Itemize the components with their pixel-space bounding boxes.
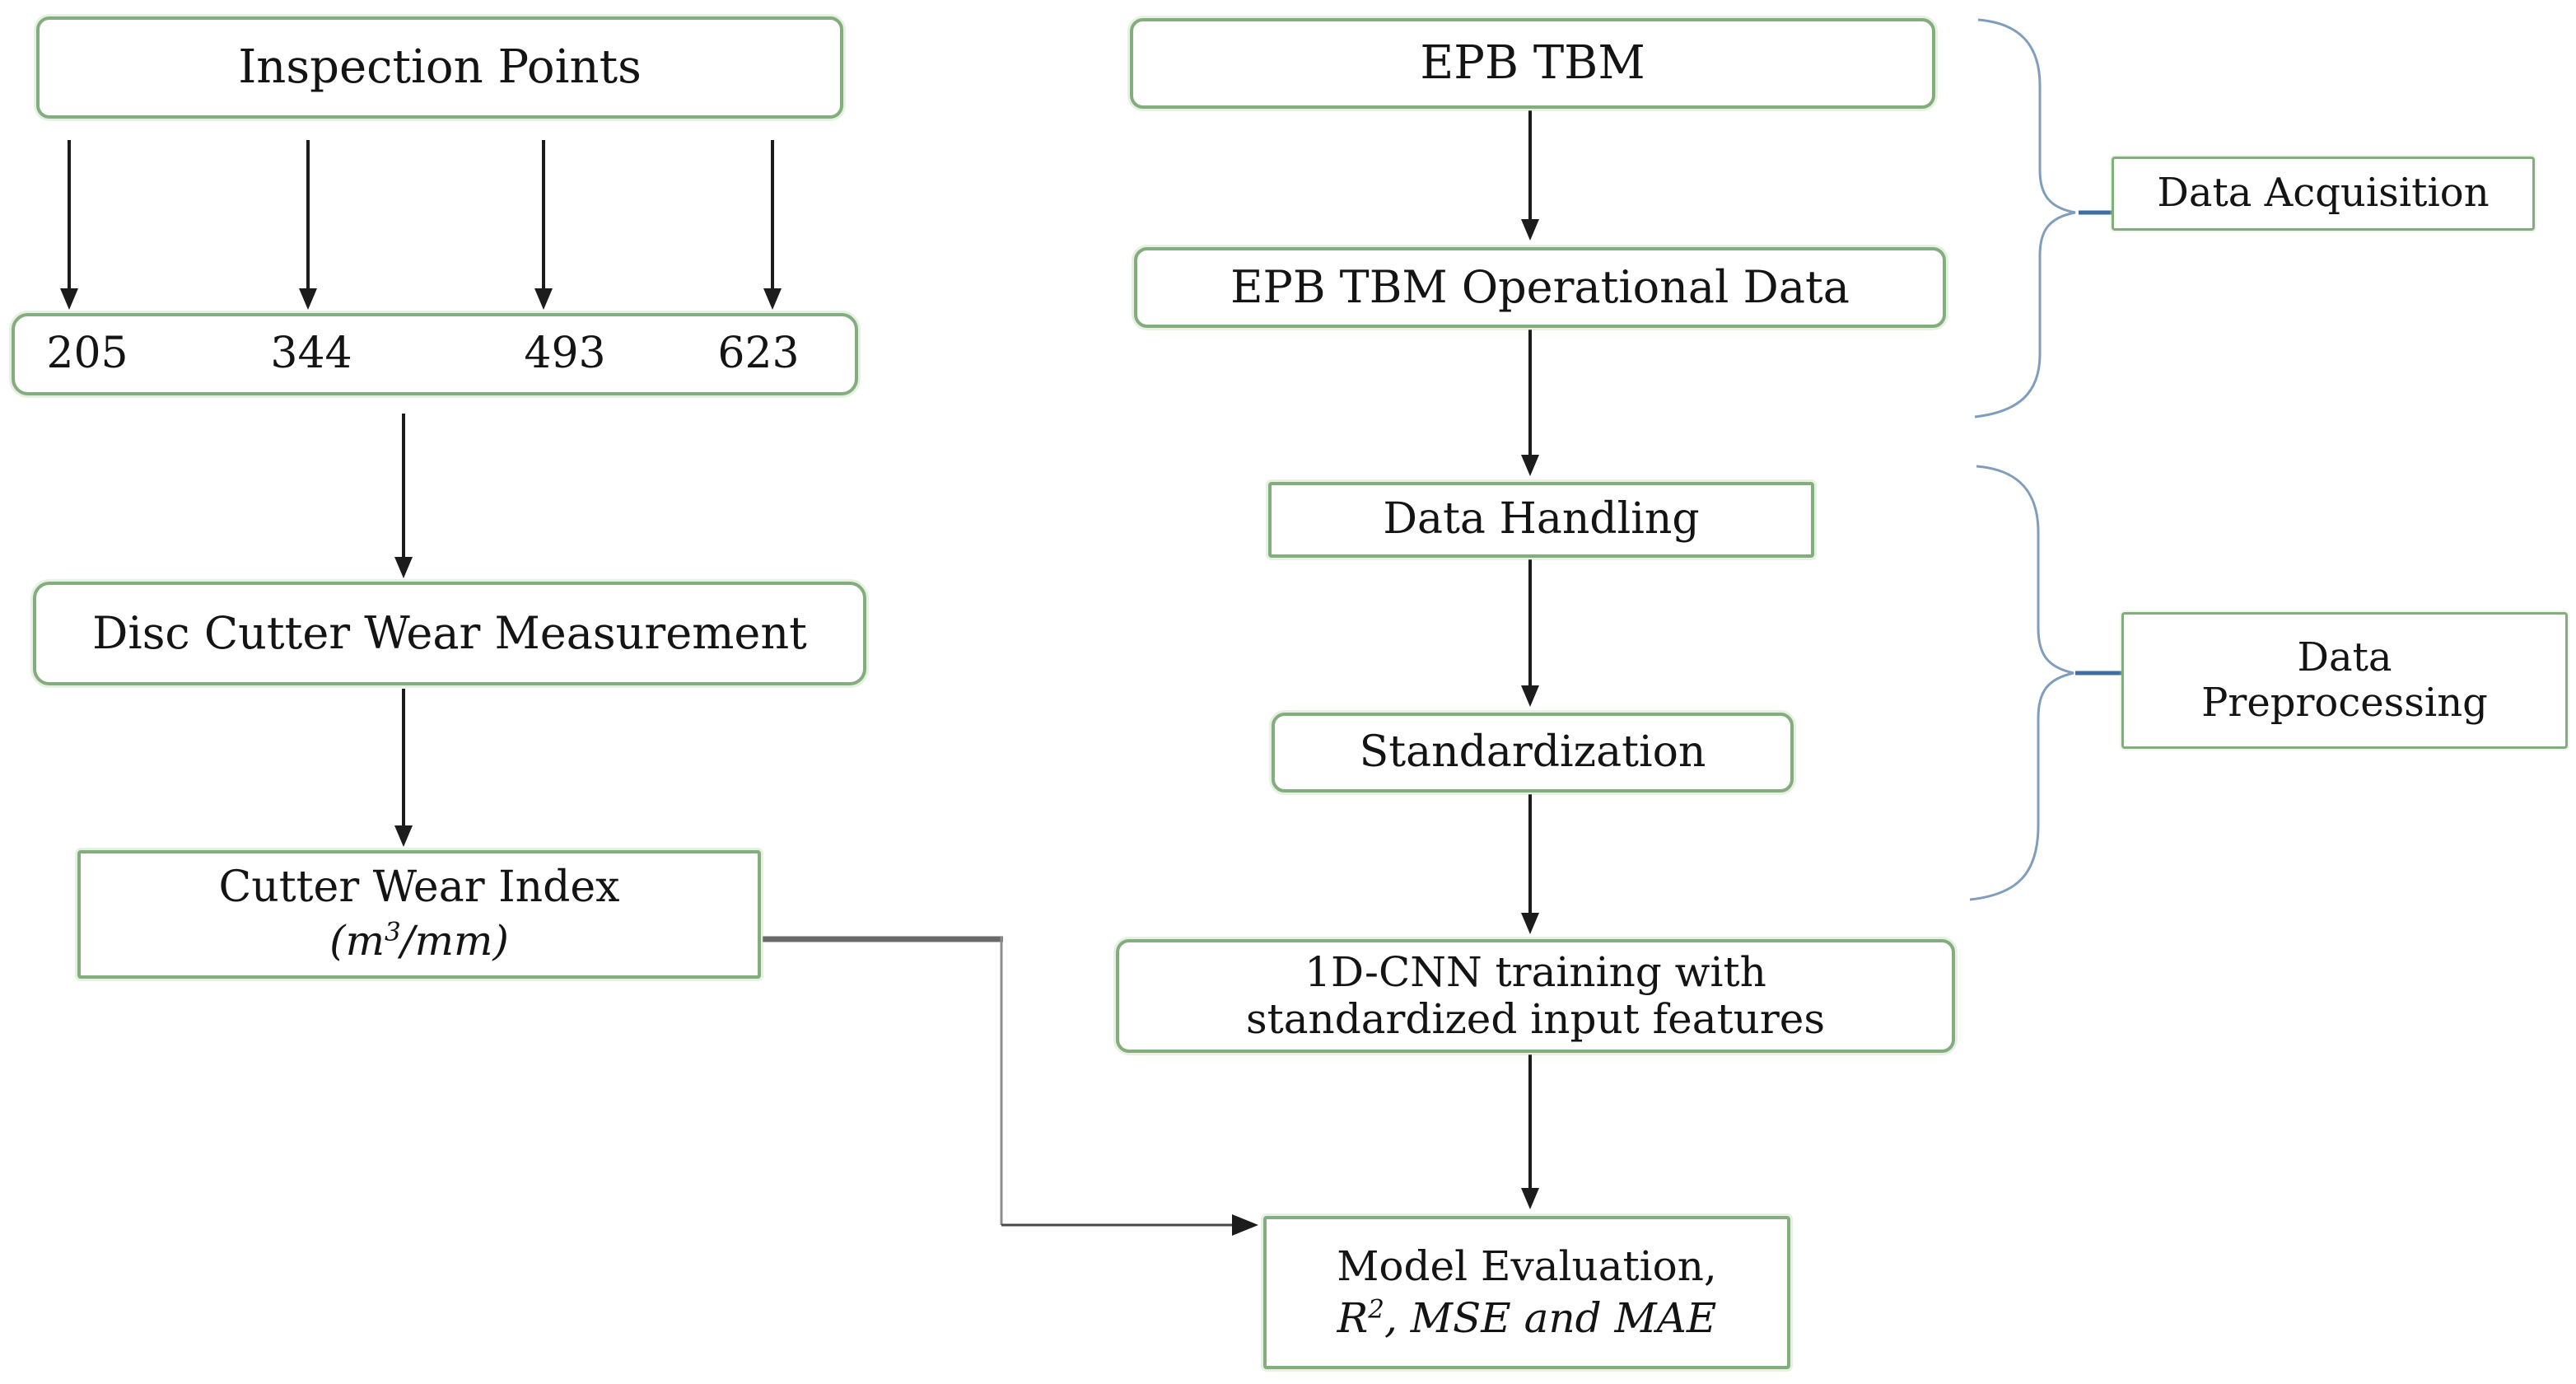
- inspection-counts-box: 205 344 493 623: [12, 313, 858, 395]
- epb-tbm-operational-data-box: EPB TBM Operational Data: [1134, 247, 1946, 328]
- inspection-points-label: Inspection Points: [238, 40, 642, 94]
- model-evaluation-box: Model Evaluation, R2, MSE and MAE: [1263, 1216, 1790, 1369]
- data-handling-label: Data Handling: [1383, 494, 1700, 545]
- cnn-training-line2: standardized input features: [1245, 995, 1826, 1043]
- metric-r-sup: 2: [1368, 1294, 1385, 1325]
- inspection-count-623: 623: [717, 329, 800, 379]
- data-acquisition-label-box: Data Acquisition: [2112, 157, 2535, 231]
- cnn-training-box: 1D-CNN training with standardized input …: [1116, 939, 1955, 1053]
- epb-tbm-label: EPB TBM: [1420, 35, 1645, 90]
- inspection-points-box: Inspection Points: [36, 16, 843, 119]
- inspection-fanout-arrows: [60, 140, 782, 310]
- unit-close: /mm): [400, 917, 509, 966]
- cnn-training-line1: 1D-CNN training with: [1304, 947, 1766, 996]
- flow-arrow: [763, 140, 782, 310]
- data-preprocessing-label-box: Data Preprocessing: [2121, 612, 2568, 749]
- right-chain-arrows: [1521, 110, 1539, 1209]
- flow-arrow: [534, 140, 553, 310]
- cutter-index-to-model-connector: [763, 936, 1258, 1236]
- data-preprocessing-line1: Data: [2297, 634, 2392, 680]
- model-evaluation-line1: Model Evaluation,: [1337, 1241, 1717, 1290]
- flow-arrow: [299, 140, 317, 310]
- disc-cutter-wear-measurement-label: Disc Cutter Wear Measurement: [92, 606, 807, 659]
- inspection-count-344: 344: [270, 329, 352, 379]
- epb-tbm-operational-data-label: EPB TBM Operational Data: [1230, 260, 1850, 313]
- flow-arrow: [60, 140, 78, 310]
- standardization-box: Standardization: [1272, 713, 1794, 793]
- flow-arrow: [394, 414, 413, 578]
- data-preprocessing-brace: [1969, 465, 2143, 901]
- flow-arrow: [1521, 330, 1539, 476]
- data-acquisition-brace: [1974, 18, 2118, 418]
- standardization-label: Standardization: [1359, 727, 1706, 777]
- flow-arrow: [1521, 794, 1539, 934]
- flow-arrow: [1521, 110, 1539, 241]
- cutter-wear-index-label: Cutter Wear Index: [218, 863, 620, 913]
- inspection-count-493: 493: [524, 329, 606, 379]
- model-evaluation-metrics: R2, MSE and MAE: [1337, 1294, 1717, 1343]
- flow-arrow: [1521, 1054, 1539, 1209]
- data-preprocessing-line2: Preprocessing: [2201, 680, 2488, 726]
- unit-open: (m: [329, 917, 385, 966]
- left-chain-arrows: [394, 414, 413, 847]
- disc-cutter-wear-measurement-box: Disc Cutter Wear Measurement: [33, 582, 866, 685]
- data-handling-box: Data Handling: [1268, 482, 1814, 558]
- metric-rest: , MSE and MAE: [1384, 1294, 1717, 1342]
- cutter-wear-index-box: Cutter Wear Index (m3/mm): [77, 850, 761, 979]
- flow-arrow: [1521, 559, 1539, 707]
- data-acquisition-label: Data Acquisition: [2157, 170, 2490, 217]
- flow-arrow: [394, 689, 413, 847]
- unit-sup: 3: [385, 917, 401, 947]
- cutter-wear-index-unit: (m3/mm): [329, 917, 509, 966]
- metric-r: R: [1337, 1294, 1369, 1342]
- epb-tbm-box: EPB TBM: [1130, 18, 1935, 109]
- inspection-count-205: 205: [46, 329, 128, 379]
- connector-arrowhead: [1232, 1214, 1258, 1236]
